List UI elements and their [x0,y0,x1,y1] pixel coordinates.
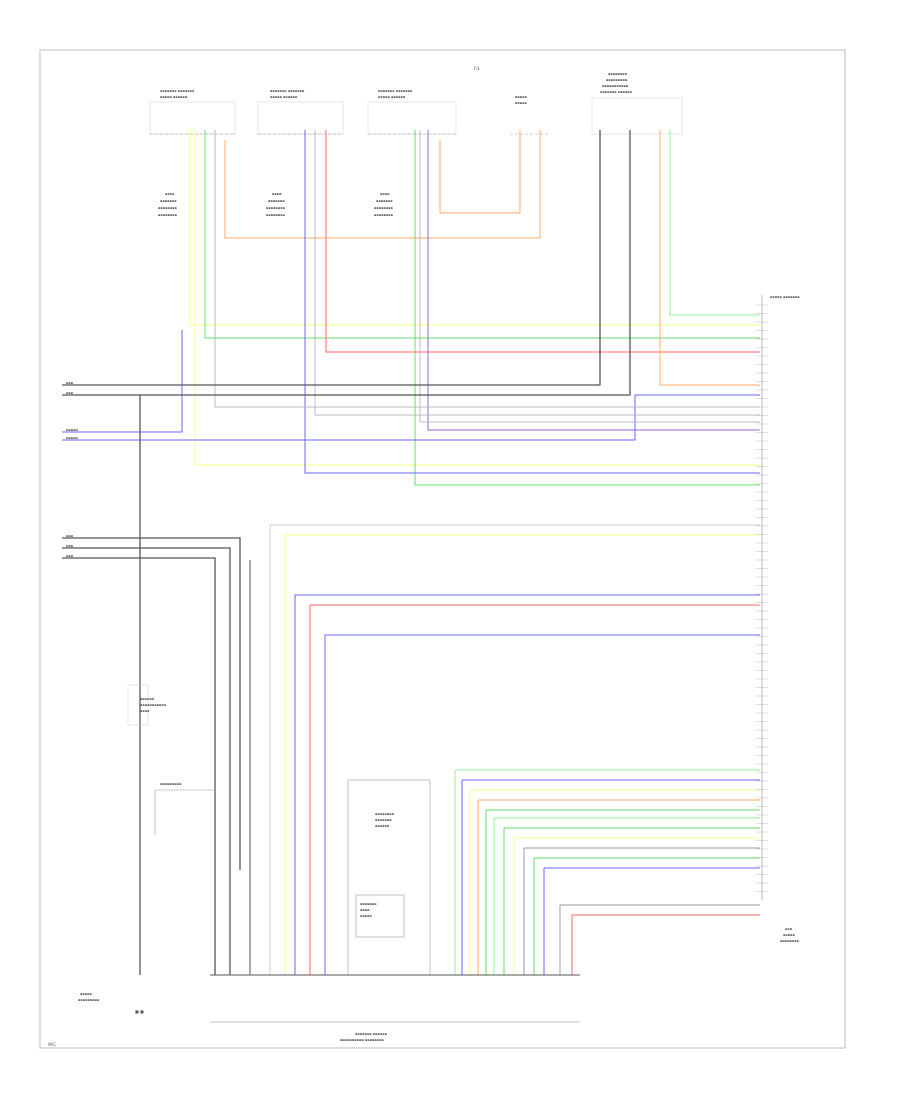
svg-text:▪▪▪: ▪▪▪ [66,391,74,395]
svg-text:▪▪▪▪▪▪▪▪: ▪▪▪▪▪▪▪▪ [266,213,286,217]
sensor-block-5: ▪▪▪▪▪▪▪▪ ▪▪▪▪▪▪▪▪▪ ▪▪▪▪▪▪▪▪▪▪▪ ▪▪▪▪▪▪▪ ▪… [591,72,683,135]
svg-text:▪▪▪▪: ▪▪▪▪ [165,192,175,196]
sensor-block-1: ▪▪▪▪▪▪▪ ▪▪▪▪▪▪▪ ▪▪▪▪▪ ▪▪▪▪▪▪ ▪▪▪▪ ▪▪▪▪▪▪… [149,89,236,217]
svg-text:▪▪▪▪▪▪▪: ▪▪▪▪▪▪▪ [376,199,393,203]
svg-text:▪▪▪▪▪▪▪▪: ▪▪▪▪▪▪▪▪ [374,206,394,210]
svg-text:▪▪▪▪▪▪▪▪▪▪▪: ▪▪▪▪▪▪▪▪▪▪▪ [140,703,167,707]
svg-text:▪▪▪▪▪ ▪▪▪▪▪▪▪: ▪▪▪▪▪ ▪▪▪▪▪▪▪ [770,295,800,299]
svg-text:▪▪▪▪▪▪: ▪▪▪▪▪▪ [375,824,390,828]
svg-text:▪▪▪: ▪▪▪ [785,927,793,931]
svg-text:▪▪▪▪▪▪▪▪: ▪▪▪▪▪▪▪▪ [375,812,395,816]
svg-text:▪▪▪▪▪▪▪▪▪▪▪: ▪▪▪▪▪▪▪▪▪▪▪ [602,84,629,88]
top-right-mark: F/L [474,66,481,71]
svg-text:▪▪▪▪▪: ▪▪▪▪▪ [80,992,92,996]
sensor-block-3: ▪▪▪▪▪▪▪ ▪▪▪▪▪▪▪ ▪▪▪▪▪ ▪▪▪▪▪▪ ▪▪▪▪ ▪▪▪▪▪▪… [367,89,457,217]
svg-text:▪▪▪: ▪▪▪ [66,554,74,558]
svg-text:▪▪▪▪▪▪: ▪▪▪▪▪▪ [140,697,155,701]
left-wire-tags: ▪▪▪ ▪▪▪ ▪▪▪▪▪ ▪▪▪▪▪ ▪▪▪ ▪▪▪ ▪▪▪ [66,381,78,558]
svg-text:▪▪▪▪▪▪▪ ▪▪▪▪▪▪▪: ▪▪▪▪▪▪▪ ▪▪▪▪▪▪▪ [270,89,305,93]
bottom-caption: ▪▪▪▪▪▪▪ ▪▪▪▪▪▪ ▪▪▪▪▪▪▪▪▪▪ ▪▪▪▪▪▪▪▪ [210,1021,580,1042]
svg-text:▪▪▪▪▪ ▪▪▪▪▪▪: ▪▪▪▪▪ ▪▪▪▪▪▪ [378,95,406,99]
bottom-left-mark: W/C [48,1042,56,1047]
sensor-block-2: ▪▪▪▪▪▪▪ ▪▪▪▪▪▪▪ ▪▪▪▪▪ ▪▪▪▪▪▪ ▪▪▪▪ ▪▪▪▪▪▪… [257,89,344,217]
svg-text:▪▪▪▪▪▪▪▪▪: ▪▪▪▪▪▪▪▪▪ [606,78,628,82]
svg-text:▪▪▪▪: ▪▪▪▪ [380,192,390,196]
svg-text:▪▪▪▪▪▪▪▪: ▪▪▪▪▪▪▪▪ [374,213,394,217]
svg-text:▪▪▪▪: ▪▪▪▪ [360,908,370,912]
svg-text:▪▪▪▪▪▪▪▪▪: ▪▪▪▪▪▪▪▪▪ [78,998,100,1002]
ecm-pin-labels [756,304,768,892]
svg-text:▪▪▪▪▪▪▪▪: ▪▪▪▪▪▪▪▪ [266,206,286,210]
svg-text:▪▪▪▪▪▪▪ ▪▪▪▪▪▪▪: ▪▪▪▪▪▪▪ ▪▪▪▪▪▪▪ [160,89,195,93]
svg-text:▪▪▪▪▪▪▪: ▪▪▪▪▪▪▪ [360,902,377,906]
svg-text:▪▪▪▪▪▪▪▪▪▪ ▪▪▪▪▪▪▪▪: ▪▪▪▪▪▪▪▪▪▪ ▪▪▪▪▪▪▪▪ [340,1038,384,1042]
ecm-label: ▪▪▪ ▪▪▪▪▪ ▪▪▪▪▪▪▪▪ [780,927,800,943]
svg-text:▪▪▪▪▪ ▪▪▪▪▪▪: ▪▪▪▪▪ ▪▪▪▪▪▪ [270,95,298,99]
svg-text:▪▪▪: ▪▪▪ [66,534,74,538]
svg-text:▪▪▪▪▪▪▪: ▪▪▪▪▪▪▪ [268,199,285,203]
svg-text:▪▪▪▪▪: ▪▪▪▪▪ [360,914,372,918]
ground-bus: ▪▪▪▪▪ ▪▪▪▪▪▪▪▪▪ ■ ■ [78,974,580,1014]
svg-text:▪▪▪▪▪: ▪▪▪▪▪ [515,95,527,99]
ecm-connector-column: ▪▪▪▪▪ ▪▪▪▪▪▪▪ [761,295,800,900]
svg-text:▪▪▪▪▪: ▪▪▪▪▪ [66,428,78,432]
sensor-block-4: ▪▪▪▪▪ ▪▪▪▪▪ [510,95,548,135]
switch-component: ▪▪▪▪▪▪▪ ▪▪▪▪ ▪▪▪▪▪ ▪▪▪▪▪▪▪▪ ▪▪▪▪▪▪▪ ▪▪▪▪… [347,779,431,976]
svg-text:▪▪▪▪▪▪▪ ▪▪▪▪▪▪▪: ▪▪▪▪▪▪▪ ▪▪▪▪▪▪▪ [378,89,413,93]
svg-text:▪▪▪: ▪▪▪ [66,381,74,385]
svg-text:▪▪▪▪: ▪▪▪▪ [140,709,150,713]
relay-component: ▪▪▪▪▪▪ ▪▪▪▪▪▪▪▪▪▪▪ ▪▪▪▪ ▪▪▪▪▪▪▪▪▪ [127,684,215,835]
svg-text:▪▪▪▪▪: ▪▪▪▪▪ [515,101,527,105]
svg-text:▪▪▪▪: ▪▪▪▪ [272,192,282,196]
svg-text:▪▪▪▪▪▪▪ ▪▪▪▪▪▪: ▪▪▪▪▪▪▪ ▪▪▪▪▪▪ [600,90,633,94]
svg-text:▪▪▪▪▪▪▪▪: ▪▪▪▪▪▪▪▪ [158,213,178,217]
svg-text:▪▪▪: ▪▪▪ [66,544,74,548]
svg-text:▪▪▪▪▪ ▪▪▪▪▪▪: ▪▪▪▪▪ ▪▪▪▪▪▪ [160,95,188,99]
diagram-frame [39,49,846,1049]
svg-text:▪▪▪▪▪▪▪▪: ▪▪▪▪▪▪▪▪ [780,939,800,943]
wire-harness [62,130,760,975]
svg-text:▪▪▪▪▪: ▪▪▪▪▪ [783,933,795,937]
svg-text:▪▪▪▪▪▪▪: ▪▪▪▪▪▪▪ [375,818,392,822]
svg-text:▪▪▪▪▪▪▪▪: ▪▪▪▪▪▪▪▪ [608,72,628,76]
svg-text:■ ■: ■ ■ [135,1009,144,1014]
svg-text:▪▪▪▪▪▪▪▪▪: ▪▪▪▪▪▪▪▪▪ [160,782,182,786]
svg-text:▪▪▪▪▪▪▪: ▪▪▪▪▪▪▪ [160,199,177,203]
svg-text:▪▪▪▪▪▪▪ ▪▪▪▪▪▪: ▪▪▪▪▪▪▪ ▪▪▪▪▪▪ [355,1032,388,1036]
svg-text:▪▪▪▪▪▪▪▪: ▪▪▪▪▪▪▪▪ [158,206,178,210]
svg-text:▪▪▪▪▪: ▪▪▪▪▪ [66,436,78,440]
